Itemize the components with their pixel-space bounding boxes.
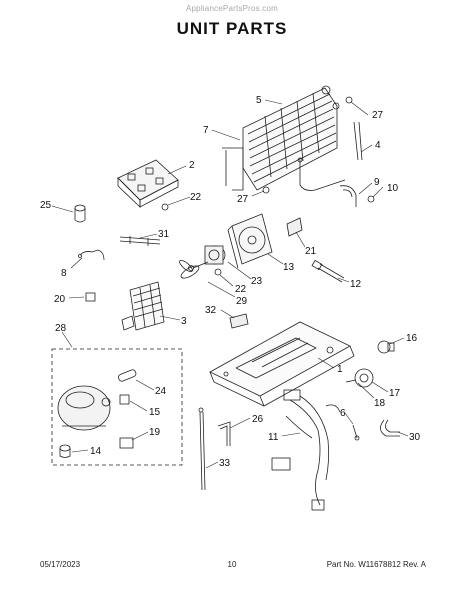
screw-22b — [214, 268, 222, 276]
part-20-clip — [85, 292, 96, 302]
footer-date: 05/17/2023 — [40, 560, 81, 569]
part-31-bar — [119, 236, 161, 246]
screw-22a — [161, 203, 169, 211]
condenser-coil — [222, 85, 346, 191]
callout-22a: 22 — [190, 192, 202, 203]
footer-page-number: 10 — [227, 560, 237, 569]
compressor — [57, 385, 111, 431]
compressor-kit-box — [51, 348, 183, 466]
part-21-bracket — [286, 217, 303, 237]
callout-18: 18 — [374, 398, 386, 409]
callout-20: 20 — [54, 294, 66, 305]
callout-9: 9 — [374, 177, 380, 188]
callout-4: 4 — [375, 140, 381, 151]
screw-10 — [367, 195, 375, 203]
control-bracket — [117, 159, 179, 208]
wire-harness — [271, 389, 341, 511]
callout-29: 29 — [236, 296, 248, 307]
callout-26: 26 — [252, 414, 264, 425]
callout-5: 5 — [256, 95, 262, 106]
callout-33: 33 — [219, 458, 231, 469]
fan-motor — [204, 245, 226, 265]
part-6-screw — [352, 424, 360, 441]
callout-16: 16 — [406, 333, 418, 344]
callout-14: 14 — [90, 446, 102, 457]
callout-27b: 27 — [372, 110, 384, 121]
callout-24: 24 — [155, 386, 167, 397]
part-30-hose — [380, 419, 400, 437]
callout-12: 12 — [350, 279, 362, 290]
callout-11: 11 — [268, 432, 279, 443]
part-33-rod — [198, 407, 206, 491]
thermistor-wire — [78, 249, 105, 261]
callout-32: 32 — [205, 305, 217, 316]
part-32-plate — [229, 313, 249, 329]
footer-part-number: Part No. W11678812 Rev. A — [326, 560, 426, 569]
callout-7: 7 — [203, 125, 209, 136]
callout-28: 28 — [55, 323, 67, 334]
base-pan — [209, 321, 355, 407]
callout-15: 15 — [149, 407, 161, 418]
part-14-grommet — [59, 444, 71, 458]
screw-27a — [262, 186, 270, 194]
callout-6: 6 — [340, 408, 346, 419]
fan-blade — [179, 259, 209, 279]
callout-19: 19 — [149, 427, 161, 438]
callout-31: 31 — [158, 229, 170, 240]
callout-1: 1 — [337, 364, 343, 375]
part-16-valve — [377, 340, 395, 354]
callout-27a: 27 — [237, 194, 249, 205]
callout-30: 30 — [409, 432, 421, 443]
page-title: UNIT PARTS — [176, 19, 288, 38]
callout-2: 2 — [189, 160, 195, 171]
callout-22b: 22 — [235, 284, 247, 295]
watermark: AppliancePartsPros.com — [186, 4, 278, 13]
part-26-tube — [217, 421, 231, 446]
callout-25: 25 — [40, 200, 52, 211]
part-12-rod — [311, 259, 345, 283]
callout-10: 10 — [387, 183, 399, 194]
callout-13: 13 — [283, 262, 295, 273]
part-15-relay — [119, 394, 130, 405]
part-19-box — [119, 437, 134, 449]
callout-8: 8 — [61, 268, 67, 279]
callout-23: 23 — [251, 276, 263, 287]
screw-27b — [345, 96, 353, 104]
part-17-pulley — [345, 368, 374, 388]
evaporator — [121, 281, 165, 331]
fan-shroud — [227, 213, 273, 269]
part-25-cylinder — [74, 204, 86, 223]
callout-17: 17 — [389, 388, 401, 399]
part-24-device — [118, 369, 137, 382]
callout-3: 3 — [181, 316, 187, 327]
filter-drier — [339, 121, 363, 207]
callout-21: 21 — [305, 246, 317, 257]
